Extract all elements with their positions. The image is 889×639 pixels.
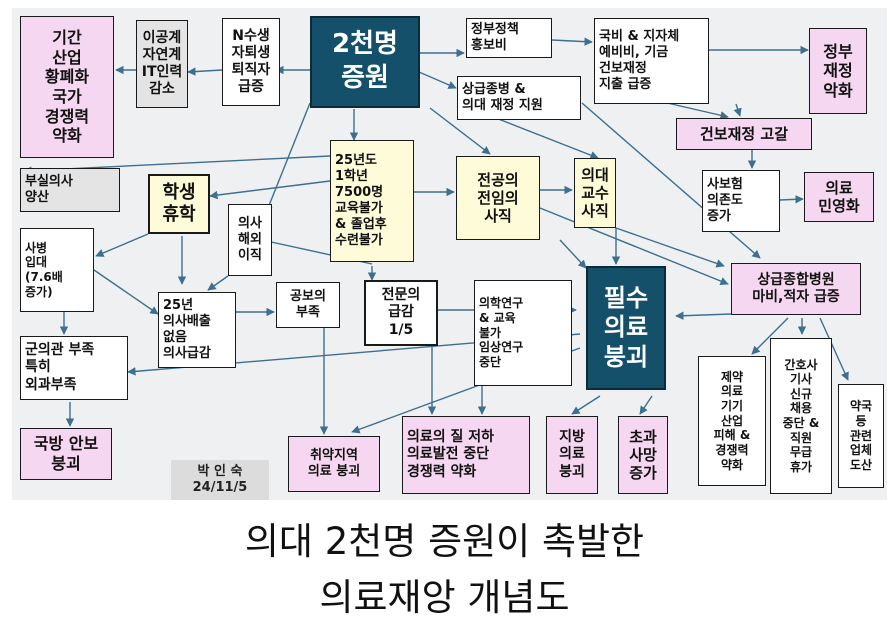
node-stem-workforce: 이공계 자연계 IT인력 감소 [136, 20, 188, 108]
node-pharmacy-bankrupt: 약국 등 관련 업체 도산 [838, 384, 884, 488]
node-doctor-emigration: 의사 해외 이직 [228, 204, 272, 276]
node-vulnerable-region: 취약지역 의료 붕괴 [288, 436, 380, 492]
node-professor-resign: 의대 교수 사직 [574, 158, 616, 228]
node-pharma-damage: 제약 의료 기기 산업 피해 & 경쟁력 약화 [698, 356, 766, 486]
caption: 의대 2천명 증원이 촉발한 의료재앙 개념도 [244, 520, 645, 619]
node-privatization: 의료 민영화 [804, 172, 874, 222]
node-resident-resign: 전공의 전임의 사직 [456, 156, 540, 240]
node-national-defense: 국방 안보 붕괴 [20, 428, 112, 480]
node-quota-increase: 2천명 증원 [310, 16, 420, 108]
node-freshman-7500: 25년도 1학년 7500명 교육불가 & 졸업후 수련불가 [330, 140, 414, 262]
node-insurance-depletion: 건보재정 고갈 [676, 118, 812, 150]
node-national-industry: 기간 산업 황폐화 국가 경쟁력 약화 [20, 16, 114, 158]
node-fiscal-deterioration: 정부 재정 악화 [809, 28, 867, 114]
node-nurse-hiring: 간호사 기사 신규 채용 중단 & 직원 무급 휴가 [770, 338, 832, 494]
node-repeat-applicants: N수생 자퇴생 퇴직자 급증 [222, 18, 280, 106]
node-tertiary-hospital: 상급종합병원 마비,적자 급증 [731, 263, 861, 315]
concept-diagram: 기간 산업 황폐화 국가 경쟁력 약화 이공계 자연계 IT인력 감소 N수생 … [12, 8, 887, 500]
node-student-leave: 학생 휴학 [148, 174, 210, 234]
node-specialist-decline: 전문의 급감 1/5 [364, 280, 438, 346]
node-public-doctor-shortage: 공보의 부족 [276, 282, 340, 328]
node-military-doctors: 군의관 부족 특히 외과부족 [20, 336, 128, 400]
author-signature: 박 인 숙 24/11/5 [171, 460, 269, 500]
node-care-quality: 의료의 질 저하 의료발전 중단 경쟁력 약화 [402, 416, 530, 494]
node-research-halt: 의학연구 & 교육 불가 임상연구 중단 [474, 280, 572, 386]
node-poor-doctors: 부실의사 양산 [20, 168, 120, 212]
node-budget-spending: 국비 & 지자체 예비비, 기금 건보재정 지출 급증 [594, 18, 709, 104]
node-excess-death: 초과 사망 증가 [618, 416, 668, 494]
node-hospital-support: 상급종병 & 의대 재정 지원 [457, 76, 581, 120]
node-essential-care-collapse: 필수 의료 붕괴 [586, 266, 666, 390]
node-enlistment: 사병 입대 (7.6배 증가) [20, 228, 94, 312]
node-pr-budget: 정부정책 홍보비 [466, 18, 552, 58]
node-private-insurance: 사보험 의존도 증가 [702, 170, 780, 232]
node-regional-collapse: 지방 의료 붕괴 [546, 416, 598, 494]
node-no-new-doctors: 25년 의사배출 없음 의사급감 [158, 292, 236, 368]
